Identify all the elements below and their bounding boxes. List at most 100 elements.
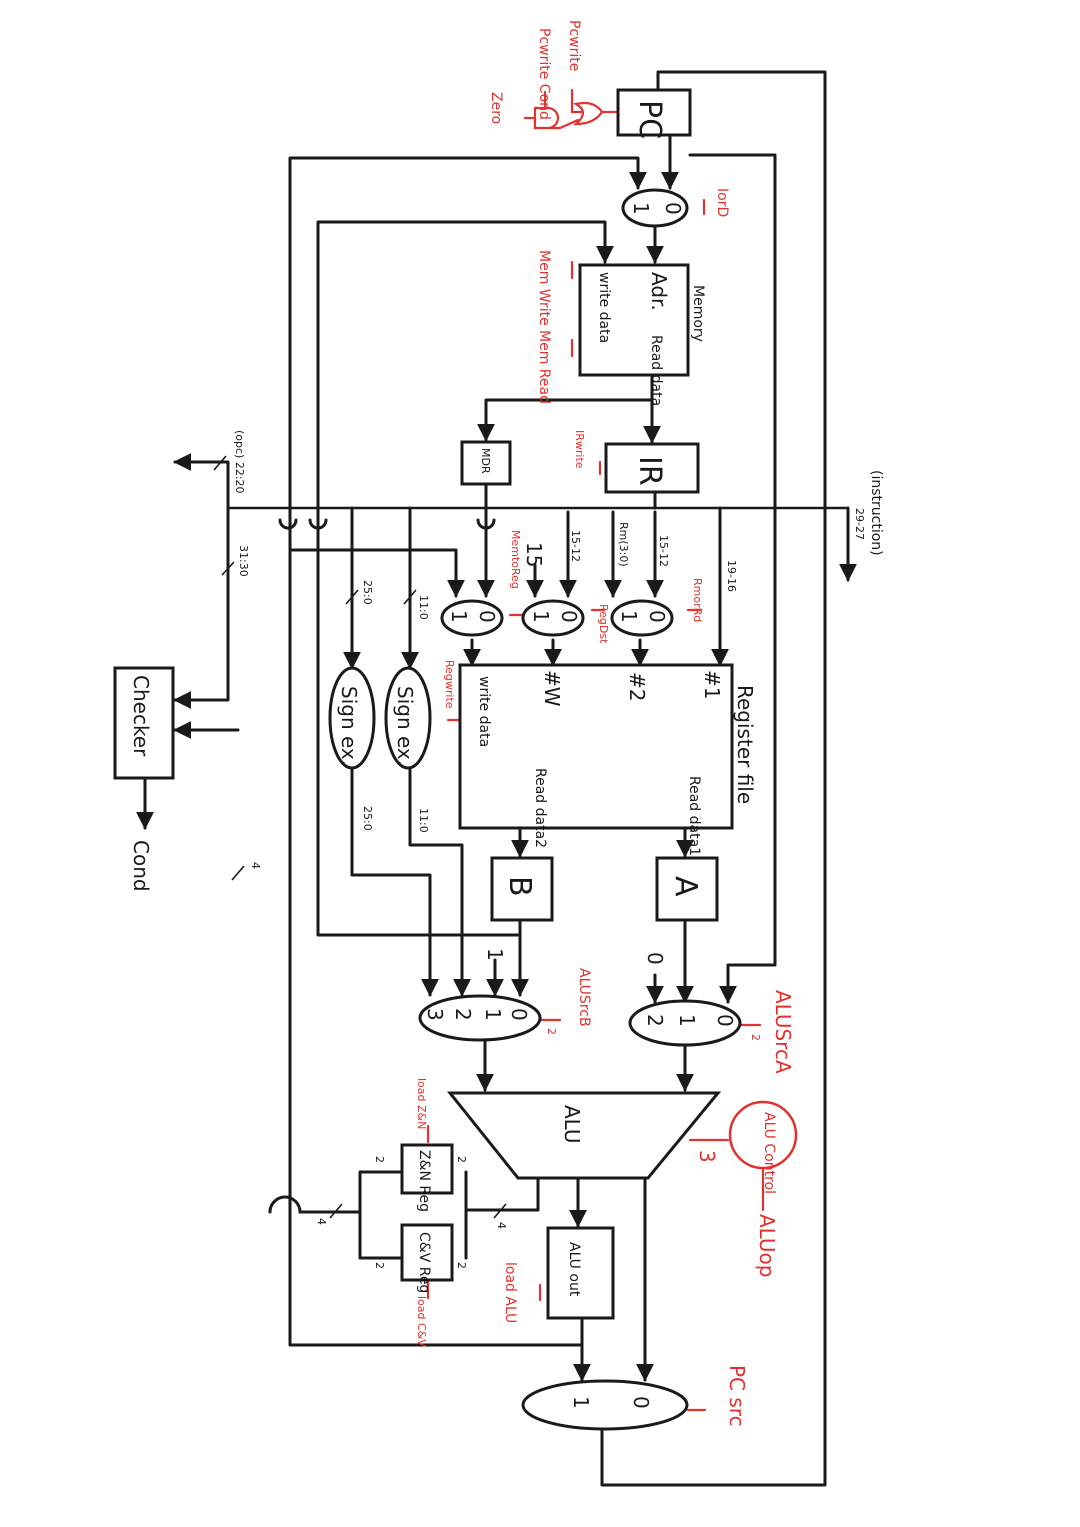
regdst-mux-in0: 0 bbox=[557, 610, 581, 623]
iord-label: IorD bbox=[714, 188, 730, 217]
cv-out-label: 2 bbox=[373, 1262, 386, 1269]
sign-extend-1-label: Sign ex. bbox=[393, 686, 417, 766]
bus-hop-1 bbox=[278, 518, 298, 530]
pcwrite-label: Pcwrite bbox=[566, 20, 582, 71]
alusrca-in2: 2 bbox=[643, 1014, 667, 1027]
memory-readdata-label: Read data bbox=[648, 335, 664, 406]
iord-mux bbox=[621, 188, 689, 228]
ir-register bbox=[604, 442, 700, 494]
b-register bbox=[490, 856, 554, 922]
imm11-out-label: 11:0 bbox=[417, 808, 430, 833]
sign-extend-2-label: Sign ex. bbox=[337, 686, 361, 766]
rmorrd-mux-in1: 1 bbox=[617, 610, 641, 623]
wire-pc-to-alusrca bbox=[688, 153, 777, 1004]
tick-cond bbox=[221, 561, 235, 576]
mdr-label: MDR bbox=[479, 448, 492, 474]
memread-label: Mem Read bbox=[536, 330, 552, 404]
memtoreg-mux-in0: 0 bbox=[475, 610, 499, 623]
wire-aluout-to-memtoreg bbox=[288, 548, 465, 598]
tick-flags2 bbox=[329, 1203, 343, 1219]
zn-in-label: 2 bbox=[455, 1156, 468, 1163]
sign-extend-2 bbox=[328, 666, 376, 770]
memtoreg-mux-in1: 1 bbox=[447, 610, 471, 623]
tick-imm11 bbox=[403, 589, 417, 605]
op-bits-label: 29-27 bbox=[853, 508, 866, 540]
alusrca-in1: 1 bbox=[675, 1014, 699, 1027]
alusrcb-width: 2 bbox=[545, 1028, 558, 1035]
wires bbox=[136, 70, 857, 1487]
memory-writedata-label: write data bbox=[596, 272, 612, 343]
alusrcb-in0: 0 bbox=[507, 1008, 531, 1021]
rn-bits-label: 19-16 bbox=[725, 560, 738, 592]
a-label: A bbox=[668, 876, 703, 897]
iord-mux-in0: 0 bbox=[661, 202, 685, 215]
wire-flags-hop bbox=[268, 1195, 302, 1214]
memory-label: Memory bbox=[690, 285, 706, 342]
alu-out-label: ALU out bbox=[566, 1242, 582, 1297]
bus-ticks bbox=[213, 455, 507, 1219]
pcsrc-mux bbox=[521, 1379, 689, 1431]
pcwritecond-label: Pcwrite Cond bbox=[536, 28, 552, 120]
alu-control bbox=[728, 1100, 798, 1170]
alusrcb-in1: 1 bbox=[481, 1008, 505, 1021]
regwrite-label: Regwrite bbox=[443, 660, 456, 709]
rmorrd-mux bbox=[610, 599, 674, 637]
memtoreg-mux bbox=[440, 599, 504, 637]
rm30-label: Rm(3:0) bbox=[617, 522, 630, 567]
loadalu-label: load ALU bbox=[502, 1262, 518, 1323]
loadcv-label: load C&V bbox=[415, 1296, 428, 1347]
regfile-readdata2: Read data2 bbox=[532, 768, 548, 848]
b-label: B bbox=[502, 876, 537, 897]
alu-ctl-width: 3 bbox=[695, 1150, 719, 1163]
instruction-label: (instruction) bbox=[868, 470, 884, 556]
mdr-register bbox=[460, 440, 512, 486]
wire-signext1-to-alusrcb bbox=[408, 768, 471, 997]
wire-pcsrc-to-pc bbox=[600, 70, 827, 1487]
rmorrd-label: RmorRd bbox=[691, 578, 704, 622]
cv-label: C&V Reg bbox=[416, 1232, 432, 1293]
regfile-readdata1: Read data1 bbox=[686, 776, 702, 856]
alu-out-register bbox=[546, 1226, 615, 1320]
wire-flags-merge bbox=[358, 1170, 402, 1260]
loadzn-label: load Z&N bbox=[415, 1078, 428, 1129]
tick-flags3 bbox=[493, 1203, 507, 1219]
tick-flags bbox=[231, 865, 245, 881]
bus-hop-3 bbox=[476, 518, 496, 530]
const-15: 15 bbox=[522, 542, 546, 567]
checker-label: Checker bbox=[129, 675, 153, 757]
imm25-label: 25:0 bbox=[361, 580, 374, 605]
zn-label: Z&N Reg bbox=[416, 1150, 432, 1212]
aluop-label: ALUop bbox=[755, 1214, 779, 1277]
or-gate bbox=[572, 101, 604, 126]
wire-opc-out bbox=[173, 453, 230, 510]
imm25-out-label: 25:0 bbox=[361, 806, 374, 831]
const-alusrcb-1: 1 bbox=[483, 948, 507, 961]
regfile-writedata: write data bbox=[476, 676, 492, 747]
alusrca-label: ALUSrcA bbox=[771, 990, 795, 1074]
pc-register bbox=[616, 88, 692, 137]
const-alusrca-0: 0 bbox=[643, 952, 667, 965]
control-labels: Pcwrite Pcwrite Cond Zero IorD Mem Write… bbox=[415, 20, 795, 1427]
a-register bbox=[655, 856, 719, 922]
wire-cond-to-checker bbox=[173, 506, 230, 709]
wire-mem-to-mdr bbox=[477, 398, 654, 442]
ctl-regwrite-line bbox=[446, 718, 462, 742]
alusrca-width: 2 bbox=[749, 1034, 762, 1041]
alusrca-mux bbox=[628, 999, 742, 1047]
regdst-mux-in1: 1 bbox=[529, 610, 553, 623]
opc-bits-label: (opc) 22:20 bbox=[233, 430, 246, 494]
alusrcb-in3: 3 bbox=[423, 1008, 447, 1021]
bus-hop-2 bbox=[308, 518, 328, 530]
sign-extend-1 bbox=[384, 666, 432, 770]
cv-register bbox=[400, 1223, 454, 1282]
rd-bits-label: 15-12 bbox=[657, 535, 670, 567]
memtoreg-label: MemtoReg bbox=[509, 530, 522, 589]
checker-block bbox=[113, 666, 175, 780]
regfile-portw: #W bbox=[540, 670, 564, 707]
alusrcb-mux bbox=[418, 994, 542, 1042]
zero-label: Zero bbox=[488, 92, 504, 124]
memory-block bbox=[578, 263, 690, 377]
regfile-port2: #2 bbox=[625, 672, 649, 701]
flags-width-label: 4 bbox=[249, 862, 262, 869]
bus-labels: (instruction) 29-27 (opc) 22:20 31:30 19… bbox=[233, 430, 884, 1269]
